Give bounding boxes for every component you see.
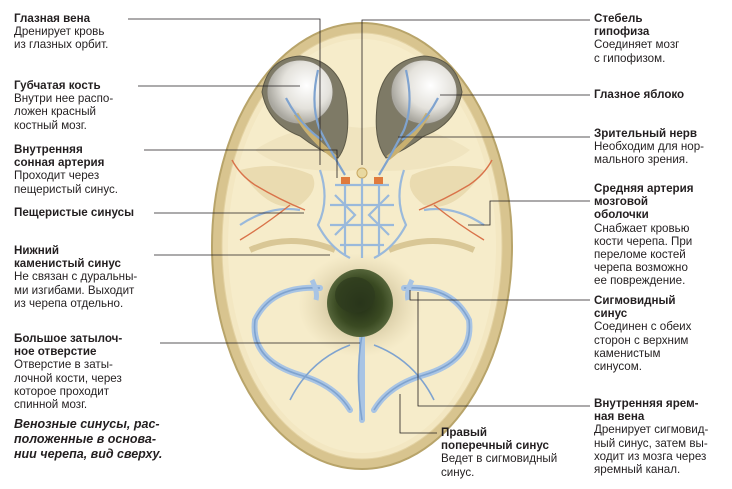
- label-desc: переломе костей: [594, 248, 686, 262]
- label-desc: из черепа отдельно.: [14, 296, 124, 310]
- label-sigmoid-sinus: Сигмовидный синус Соединен с обеих сторо…: [594, 294, 691, 373]
- label-title: Губчатая кость: [14, 79, 101, 92]
- label-title: ное отверстие: [14, 345, 97, 359]
- label-desc: сторон с верхним: [594, 333, 689, 347]
- label-eyeball: Глазное яблоко: [594, 88, 684, 101]
- label-optic-nerve: Зрительный нерв Необходим для нор- мальн…: [594, 127, 704, 167]
- label-desc: ный синус, затем вы-: [594, 436, 708, 450]
- label-desc: из глазных орбит.: [14, 38, 109, 52]
- label-desc: Дренирует кровь: [14, 25, 105, 39]
- label-title: мозговой: [594, 195, 649, 209]
- label-title: Глазное яблоко: [594, 88, 685, 101]
- label-desc: ходит из мозга через: [594, 449, 707, 463]
- label-right-transverse: Правый поперечный синус Ведет в сигмовид…: [441, 426, 557, 479]
- label-title: Внутренняя ярем-: [594, 397, 699, 410]
- label-desc: яремный канал.: [594, 463, 681, 477]
- label-title: поперечный синус: [441, 439, 549, 453]
- leader-lines: [128, 18, 590, 434]
- label-desc: спинной мозг.: [14, 398, 88, 412]
- label-title: Сигмовидный: [594, 294, 676, 307]
- caption-line: нии черепа, вид сверху.: [14, 447, 163, 461]
- label-title: Внутренняя: [14, 143, 83, 156]
- label-cavernous-sinuses: Пещеристые синусы: [14, 206, 134, 219]
- label-internal-jugular: Внутренняя ярем- ная вена Дренирует сигм…: [594, 397, 708, 476]
- label-desc: Дренирует сигмовид-: [594, 423, 709, 437]
- label-desc: Соединен с обеих: [594, 320, 692, 334]
- label-spongy-bone: Губчатая кость Внутри нее распо- ложен к…: [14, 79, 113, 132]
- label-desc: Соединяет мозг: [594, 38, 680, 52]
- label-title: Стебель: [594, 12, 643, 25]
- label-title: каменистый синус: [14, 257, 121, 271]
- caption-line: Венозные синусы, рас-: [14, 417, 160, 431]
- figure-caption: Венозные синусы, рас- положенные в основ…: [14, 417, 162, 462]
- label-desc: Необходим для нор-: [594, 140, 705, 154]
- label-desc: мального зрения.: [594, 153, 689, 167]
- label-title: Глазная вена: [14, 12, 91, 25]
- label-title: Правый: [441, 426, 488, 439]
- label-desc: Внутри нее распо-: [14, 92, 114, 106]
- label-desc: Отверстие в заты-: [14, 358, 113, 372]
- label-desc: ее повреждение.: [594, 274, 686, 288]
- label-desc: которое проходит: [14, 384, 110, 398]
- label-title: Пещеристые синусы: [14, 206, 135, 219]
- label-desc: Не связан с дуральны-: [14, 270, 138, 284]
- label-title: синус: [594, 307, 628, 321]
- label-desc: лочной кости, через: [14, 371, 122, 385]
- label-title: Большое затылоч-: [14, 332, 123, 345]
- label-title: Средняя артерия: [594, 182, 694, 195]
- label-inferior-petrosal: Нижний каменистый синус Не связан с дура…: [14, 244, 137, 310]
- label-desc: Проходит через: [14, 169, 100, 183]
- label-desc: с гипофизом.: [594, 51, 666, 65]
- label-title: сонная артерия: [14, 156, 105, 170]
- label-middle-meningeal: Средняя артерия мозговой оболочки Снабжа…: [594, 182, 694, 288]
- label-desc: кости черепа. При: [594, 234, 693, 248]
- label-desc: каменистым: [594, 346, 661, 360]
- label-desc: синус.: [441, 465, 475, 479]
- label-desc: пещеристый синус.: [14, 182, 119, 196]
- label-title: ная вена: [594, 410, 645, 424]
- label-title: оболочки: [594, 208, 649, 222]
- label-desc: Снабжает кровью: [594, 221, 690, 235]
- label-pituitary-stalk: Стебель гипофиза Соединяет мозг с гипофи…: [594, 12, 679, 65]
- label-title: Нижний: [14, 244, 59, 257]
- label-eye-vein: Глазная вена Дренирует кровь из глазных …: [14, 12, 108, 52]
- label-title: Зрительный нерв: [594, 127, 698, 140]
- label-desc: костный мозг.: [14, 118, 87, 132]
- label-desc: ложен красный: [14, 105, 97, 119]
- label-desc: Ведет в сигмовидный: [441, 452, 558, 466]
- label-internal-carotid: Внутренняя сонная артерия Проходит через…: [14, 143, 118, 196]
- label-desc: ми изгибами. Выходит: [14, 283, 135, 297]
- label-desc: черепа возможно: [594, 261, 688, 275]
- caption-line: положенные в основа-: [14, 432, 157, 446]
- label-desc: синусом.: [594, 360, 642, 374]
- cavernous-sinus-network: [239, 169, 485, 259]
- label-foramen-magnum: Большое затылоч- ное отверстие Отверстие…: [14, 332, 122, 411]
- label-title: гипофиза: [594, 25, 650, 39]
